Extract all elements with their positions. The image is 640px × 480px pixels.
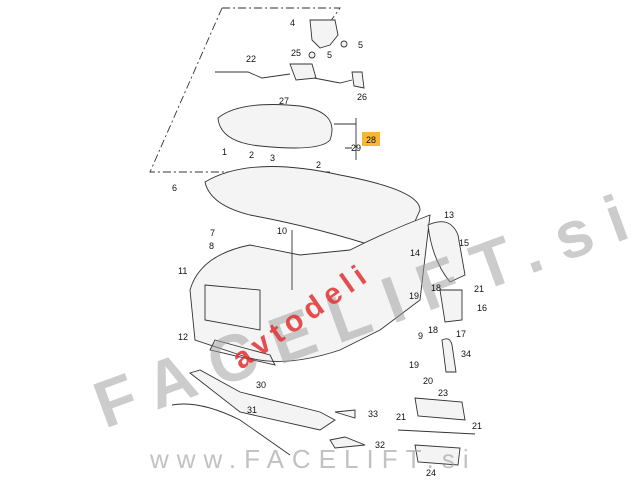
callout-28: 28: [366, 135, 376, 145]
callout-1: 1: [222, 147, 227, 157]
seal-part: [441, 338, 457, 373]
watermark-url: www.FACELIFT.si: [149, 444, 477, 474]
callout-31: 31: [247, 405, 257, 415]
callout-21: 21: [474, 284, 484, 294]
callout-33: 33: [368, 409, 378, 419]
callout-22: 22: [246, 54, 256, 64]
callout-6: 6: [172, 183, 177, 193]
bracket-line: [334, 118, 357, 160]
callout-26: 26: [357, 92, 367, 102]
callout-highlight: [362, 132, 380, 146]
bolt-part: [340, 40, 348, 48]
callout-13: 13: [444, 210, 454, 220]
callout-16: 16: [477, 303, 487, 313]
callout-2: 2: [316, 160, 321, 170]
callout-25: 25: [291, 48, 301, 58]
callout-9: 9: [418, 331, 423, 341]
seal-strip-part: [171, 403, 291, 456]
bracket-part: [414, 397, 466, 421]
hood-part: [204, 166, 421, 256]
callout-7: 7: [210, 228, 215, 238]
mesh-part: [414, 444, 461, 466]
callout-11: 11: [178, 266, 187, 276]
callout-3: 3: [270, 153, 275, 163]
callout-14: 14: [410, 248, 420, 258]
car-body-part: [189, 214, 431, 362]
callout-29: 29: [351, 143, 361, 153]
hinge-part: [439, 289, 463, 323]
callout-27: 27: [279, 96, 289, 106]
callout-23: 23: [438, 388, 448, 398]
callout-12: 12: [178, 332, 188, 342]
callout-19: 19: [409, 291, 419, 301]
callout-15: 15: [459, 238, 469, 248]
callout-18: 18: [428, 325, 438, 335]
callout-21: 21: [396, 412, 406, 422]
bolt-part: [308, 51, 316, 59]
callout-2: 2: [249, 150, 254, 160]
hood-insulation-part: [217, 104, 333, 149]
rod-part: [397, 429, 476, 435]
release-cable: [215, 71, 353, 84]
callout-5: 5: [327, 50, 332, 60]
callout-20: 20: [423, 376, 433, 386]
callout-19: 19: [409, 360, 419, 370]
latch-part: [289, 63, 317, 81]
callout-8: 8: [209, 241, 214, 251]
callout-4: 4: [290, 18, 295, 28]
cover-part: [334, 409, 356, 419]
callout-24: 24: [426, 468, 436, 478]
callout-30: 30: [256, 380, 266, 390]
fender-liner-part: [427, 221, 466, 283]
callout-18: 18: [431, 283, 441, 293]
callout-10: 10: [277, 226, 287, 236]
callout-21: 21: [472, 421, 482, 431]
callout-34: 34: [461, 349, 471, 359]
callout-17: 17: [456, 329, 466, 339]
cable-handle-part: [351, 71, 365, 89]
hood-lock-part: [309, 19, 339, 49]
grille: [204, 284, 276, 366]
cowl-panel-part: [189, 369, 336, 431]
cover-part: [329, 436, 366, 449]
callout-32: 32: [375, 440, 385, 450]
callout-5: 5: [358, 40, 363, 50]
